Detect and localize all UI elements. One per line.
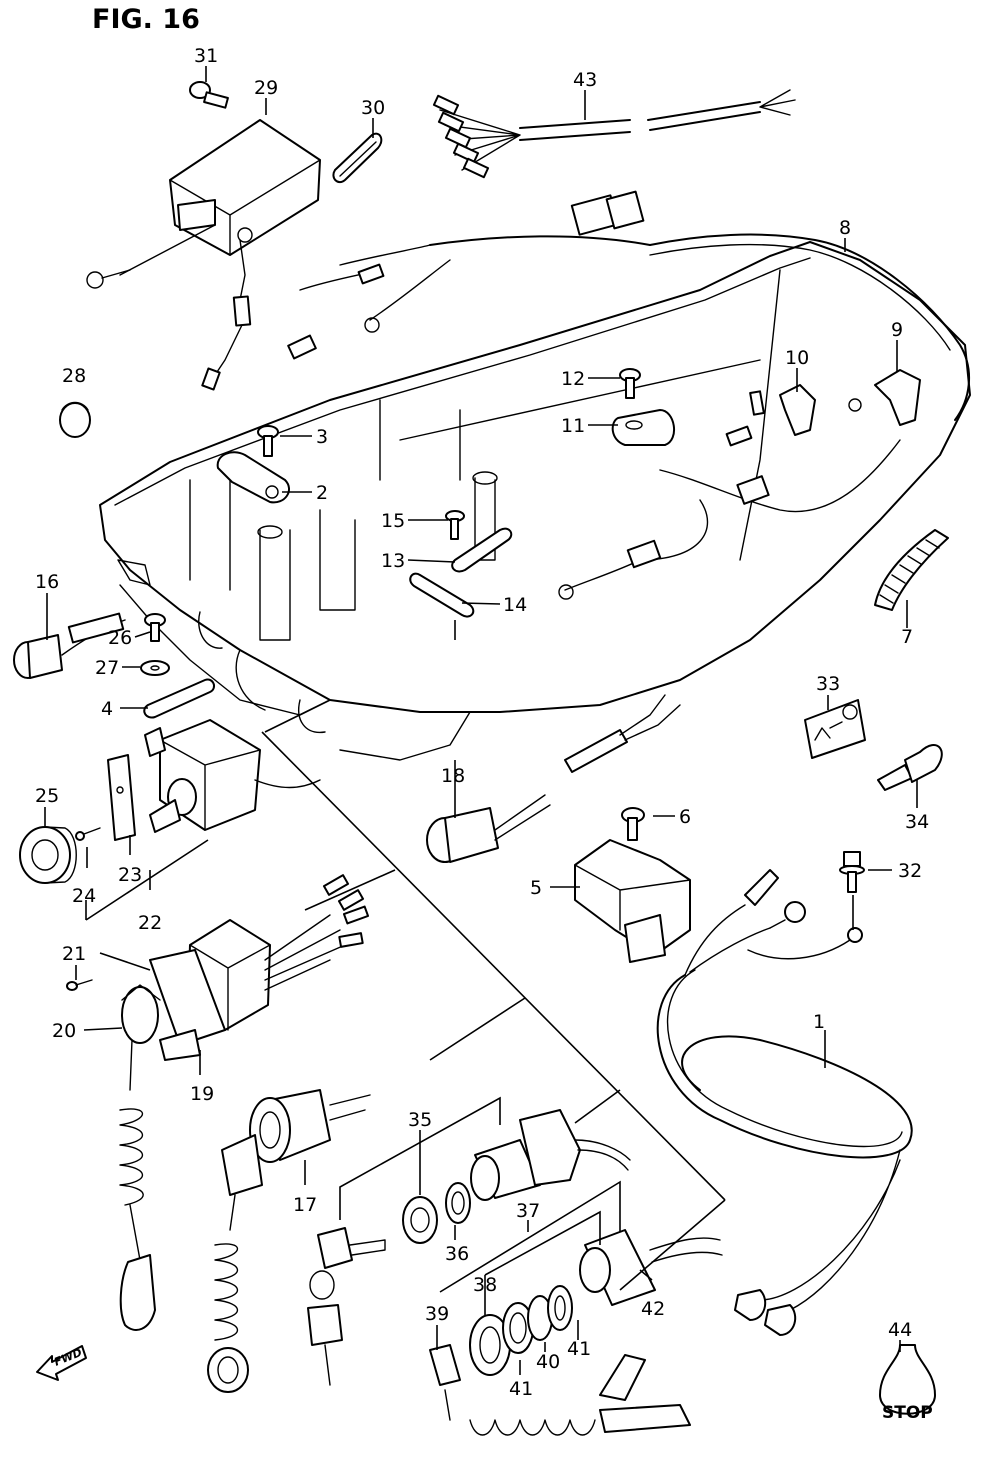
callout-16: 16 [35,571,59,593]
callout-1: 1 [813,1011,825,1033]
callout-24: 24 [72,885,96,907]
callout-11: 11 [561,415,585,437]
cdi-unit [86,81,383,391]
callout-25: 25 [35,785,59,807]
callout-40: 40 [536,1351,560,1373]
callout-9: 9 [891,319,903,341]
leader-lines [44,66,918,1375]
wire-harness-main [287,190,971,600]
callout-22: 22 [138,912,162,934]
callout-34: 34 [905,811,929,833]
callout-14: 14 [503,594,527,616]
battery-cable-1 [656,869,913,1336]
lanyard-coil-left [119,1039,156,1331]
corrugated-tube [874,529,949,611]
plug-cap [59,401,91,438]
callout-43: 43 [573,69,597,91]
callout-17: 17 [293,1194,317,1216]
callout-37: 37 [516,1200,540,1222]
callout-7: 7 [901,626,913,648]
key-switch-17 [207,1089,371,1393]
callout-28: 28 [62,365,86,387]
harness-clamp [779,369,921,436]
callout-33: 33 [816,673,840,695]
main-switch-assy [66,874,370,1061]
callout-31: 31 [194,45,218,67]
callout-21: 21 [62,943,86,965]
screw-26-washer-27 [140,613,170,676]
callout-3: 3 [316,426,328,448]
callout-19: 19 [190,1083,214,1105]
callout-18: 18 [441,765,465,787]
callout-15: 15 [381,510,405,532]
callouts: 31 29 30 43 8 9 10 28 12 11 3 2 15 13 14… [35,45,929,1400]
callout-32: 32 [898,860,922,882]
callout-35: 35 [408,1109,432,1131]
caution-label [804,699,866,759]
callout-26: 26 [108,627,132,649]
callout-39: 39 [425,1303,449,1325]
callout-30: 30 [361,97,385,119]
switch-assy-22 [19,719,321,884]
callout-42: 42 [641,1298,665,1320]
extension-harness [432,89,796,179]
stop-switch-assy [402,1109,723,1376]
group-outlines [261,699,726,1291]
keys [307,1227,386,1386]
callout-4: 4 [101,698,113,720]
callout-10: 10 [785,347,809,369]
callout-20: 20 [52,1020,76,1042]
fwd-arrow [36,1345,87,1381]
lanyard-bottom [429,1344,691,1436]
callout-44: 44 [888,1319,912,1341]
stop-plate [879,1344,936,1415]
callout-2: 2 [316,482,328,504]
callout-23: 23 [118,864,142,886]
callout-5: 5 [530,877,542,899]
callout-41-a: 41 [567,1338,591,1360]
callout-41-b: 41 [509,1378,533,1400]
figure-title: FIG. 16 [92,4,200,35]
choke-knob-34 [877,744,943,791]
stop-label: STOP [882,1403,933,1423]
clamp-plate [216,425,290,504]
choke-cable-18 [426,694,681,863]
callout-36: 36 [445,1243,469,1265]
kill-switch-16 [13,612,126,679]
cable-clips [409,510,513,640]
callout-13: 13 [381,550,405,572]
holder-5 [574,807,691,963]
callout-6: 6 [679,806,691,828]
bracket-4 [143,678,216,719]
callout-12: 12 [561,368,585,390]
callout-29: 29 [254,77,278,99]
bolt-32 [839,851,865,893]
callout-8: 8 [839,217,851,239]
cable-bracket [611,368,675,446]
callout-38: 38 [473,1274,497,1296]
callout-27: 27 [95,657,119,679]
